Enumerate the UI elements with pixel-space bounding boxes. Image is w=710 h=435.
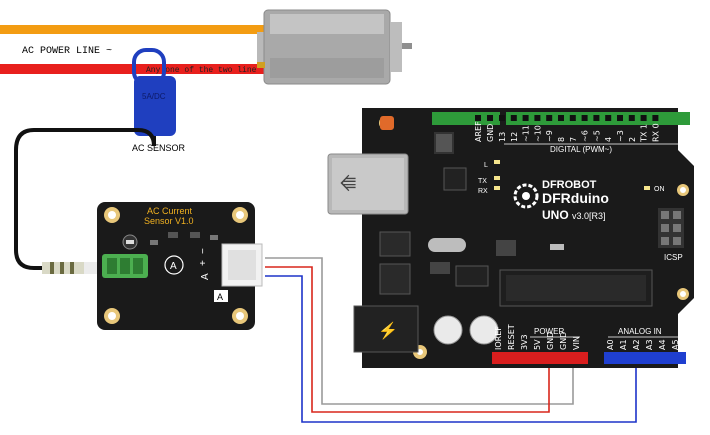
ac-sensor-clamp: 5A/DC AC SENSOR — [132, 48, 186, 153]
sensor-circle-label: A — [170, 261, 177, 272]
icsp-header — [658, 208, 684, 248]
dc-jack — [353, 305, 419, 353]
sensor-title-line1: AC Current — [147, 206, 193, 216]
analog-pin-label: A2 — [632, 339, 641, 350]
digital-pin-hole — [593, 115, 600, 121]
digital-pin-hole — [569, 115, 576, 121]
jack-plug — [42, 262, 100, 274]
sensor-pin-minus: − — [198, 248, 209, 254]
any-one-line-label: Any one of the two line — [146, 66, 257, 75]
icsp-label: ICSP — [664, 253, 683, 262]
digital-pin-hole — [628, 115, 635, 121]
digital-pin-hole — [640, 115, 647, 121]
ac-current-sensor-board: AC Current Sensor V1.0 A − + A A — [97, 202, 263, 330]
digital-pin-hole — [534, 115, 541, 121]
analog-pin-label: A5 — [671, 339, 680, 350]
variant-label: UNO — [542, 208, 569, 222]
ac-sensor-label: AC SENSOR — [132, 143, 186, 153]
version-label: v3.0[R3] — [572, 211, 606, 221]
l-label: L — [484, 162, 488, 169]
digital-pin-label: ~9 — [545, 130, 554, 142]
digital-pin-label: GND — [486, 124, 495, 142]
digital-pin-label: AREF — [474, 121, 483, 142]
analog-pin-label: A1 — [619, 339, 628, 350]
power-line-orange — [0, 25, 268, 34]
wire-gray — [265, 257, 574, 405]
digital-pin-hole — [581, 115, 588, 121]
digital-pin-label: 12 — [510, 132, 519, 142]
digital-pin-label: ~10 — [533, 125, 542, 142]
analog-pin-label: A3 — [645, 339, 654, 350]
power-pin-label: GND — [546, 332, 555, 350]
sensor-signal-label: A — [217, 292, 223, 302]
usb-icon: ⭅ — [340, 174, 356, 194]
analog-label: ANALOG IN — [618, 327, 662, 336]
sensor-title-line2: Sensor V1.0 — [144, 216, 194, 226]
power-pin-label: GND — [559, 332, 568, 350]
digital-pin-label: ~3 — [616, 130, 625, 142]
power-pin-label: RESET — [507, 324, 516, 350]
digital-label: DIGITAL (PWM~) — [550, 145, 612, 154]
digital-pin-label: 13 — [498, 132, 507, 142]
lightning-icon: ⚡ — [378, 321, 398, 340]
analog-header — [604, 352, 686, 364]
digital-pin-hole — [475, 115, 481, 121]
digital-pin-label: ~5 — [592, 130, 601, 142]
analog-pin-label: A4 — [658, 339, 667, 350]
ac-power-line-label: AC POWER LINE ~ — [22, 46, 112, 57]
power-header — [492, 352, 588, 364]
model-label: DFRduino — [542, 190, 609, 206]
sensor-cable — [14, 128, 156, 270]
digital-pin-label: 7 — [569, 137, 578, 142]
digital-pin-hole — [522, 115, 529, 121]
sensor-pin-a: A — [200, 273, 211, 280]
power-pin-label: IOREF — [494, 326, 503, 350]
sensor-circle-mark — [164, 255, 184, 275]
power-pin-label: 5V — [533, 339, 542, 350]
wire-blue — [265, 275, 637, 423]
digital-pin-label: 2 — [628, 137, 637, 142]
digital-pin-label: 4 — [604, 137, 613, 142]
digital-pin-hole — [617, 115, 623, 121]
wire-red — [265, 266, 550, 413]
digital-pin-label: ~6 — [581, 130, 590, 142]
sensor-pin-plus: + — [198, 260, 209, 266]
digital-pin-hole — [487, 115, 493, 121]
signal-wires — [265, 257, 637, 423]
clamp-rating-label: 5A/DC — [142, 92, 166, 101]
digital-pin-hole — [558, 115, 564, 121]
digital-pin-hole — [546, 115, 553, 121]
power-pin-label: 3V3 — [520, 334, 529, 350]
dfrobot-logo — [513, 183, 539, 209]
digital-pin-hole — [499, 115, 505, 121]
motor — [257, 9, 412, 85]
analog-pin-label: A0 — [606, 339, 615, 350]
on-label: ON — [654, 186, 665, 193]
brand-label: DFROBOT — [542, 179, 597, 191]
digital-pin-hole — [605, 115, 612, 121]
digital-pin-hole — [652, 115, 659, 121]
digital-pin-label: RX 0 — [651, 123, 660, 142]
reset-button[interactable] — [380, 116, 394, 130]
digital-pin-label: 8 — [557, 137, 566, 142]
digital-pin-label: ~11 — [522, 125, 531, 142]
digital-pin-label: TX 1 — [640, 124, 649, 143]
digital-pin-hole — [510, 115, 517, 121]
tx-label: TX — [478, 178, 487, 185]
power-label: POWER — [534, 327, 564, 336]
power-pin-label: VIN — [572, 336, 581, 350]
rx-label: RX — [478, 188, 488, 195]
